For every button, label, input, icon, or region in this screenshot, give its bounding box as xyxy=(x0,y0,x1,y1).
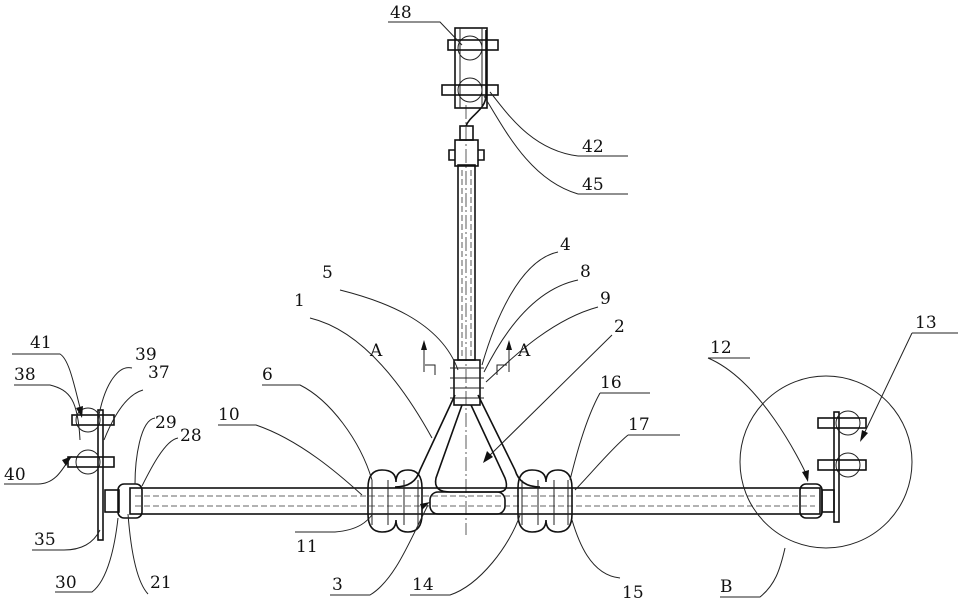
label-48: 48 xyxy=(390,3,412,23)
label-28: 28 xyxy=(180,426,202,446)
reference-labels: 48 42 45 4 8 9 5 1 2 A A 6 10 16 17 12 1… xyxy=(4,3,937,603)
label-35: 35 xyxy=(34,530,56,550)
label-4: 4 xyxy=(560,235,571,255)
label-1: 1 xyxy=(294,291,305,311)
label-10: 10 xyxy=(218,405,240,425)
label-21: 21 xyxy=(150,573,172,593)
detail-label-b: B xyxy=(720,577,733,597)
label-12: 12 xyxy=(710,338,732,358)
label-40: 40 xyxy=(4,465,26,485)
label-17: 17 xyxy=(628,415,650,435)
label-8: 8 xyxy=(580,262,591,282)
label-45: 45 xyxy=(582,175,604,195)
label-13: 13 xyxy=(915,313,937,333)
label-37: 37 xyxy=(148,363,170,383)
label-42: 42 xyxy=(582,137,604,157)
label-29: 29 xyxy=(155,413,177,433)
section-label-a-right: A xyxy=(517,341,531,361)
label-38: 38 xyxy=(14,365,36,385)
label-9: 9 xyxy=(600,289,611,309)
label-2: 2 xyxy=(614,317,625,337)
label-5: 5 xyxy=(322,263,333,283)
label-11: 11 xyxy=(296,537,318,557)
label-6: 6 xyxy=(262,365,273,385)
section-label-a-left: A xyxy=(369,341,383,361)
label-14: 14 xyxy=(412,575,434,595)
label-15: 15 xyxy=(622,583,644,603)
label-30: 30 xyxy=(55,573,77,593)
label-3: 3 xyxy=(332,575,343,595)
label-16: 16 xyxy=(600,373,622,393)
label-39: 39 xyxy=(135,345,157,365)
label-41: 41 xyxy=(30,333,52,353)
